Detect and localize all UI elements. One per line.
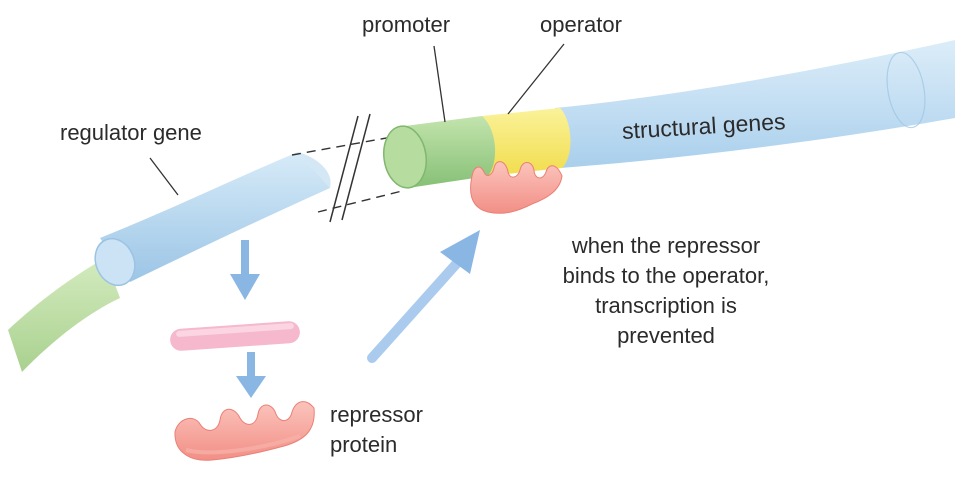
repressor-effect-caption: when the repressor binds to the operator… xyxy=(496,231,836,351)
operator-label: operator xyxy=(540,11,622,39)
repressor-protein-label: repressor protein xyxy=(330,400,470,460)
repressor-label-line: repressor xyxy=(330,400,470,430)
caption-line: binds to the operator, xyxy=(496,261,836,291)
regulator-gene-label: regulator gene xyxy=(60,119,202,147)
caption-line: prevented xyxy=(496,321,836,351)
repressor-label-line: protein xyxy=(330,430,470,460)
promoter-label: promoter xyxy=(362,11,450,39)
caption-line: transcription is xyxy=(496,291,836,321)
caption-line: when the repressor xyxy=(496,231,836,261)
